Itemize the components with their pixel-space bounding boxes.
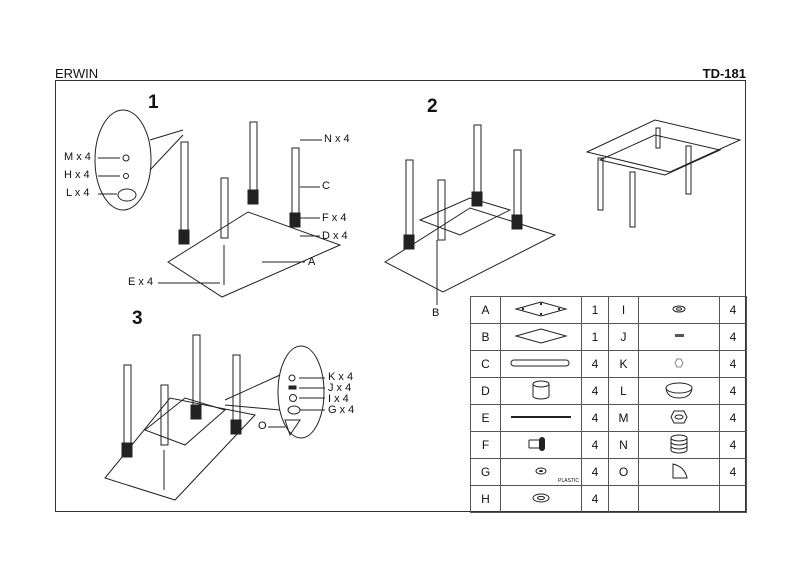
part-quantity: 4 (581, 350, 609, 378)
step3-drawing (104, 334, 325, 501)
spacer-stack-icon (670, 434, 688, 453)
part-quantity: 4 (581, 377, 609, 405)
product-code: TD-181 (702, 66, 746, 81)
step2-drawing (383, 124, 557, 305)
assembled-table (585, 119, 742, 228)
large-washer-icon (532, 493, 550, 502)
part-letter: L (608, 377, 639, 405)
part-quantity: 4 (581, 431, 609, 459)
part-quantity: 4 (719, 377, 747, 405)
part-letter: A (470, 296, 501, 324)
callout-a: A (308, 256, 316, 268)
callout-e: E x 4 (128, 276, 154, 288)
part-note: PLASTIC (558, 478, 579, 484)
callout-g: G x 4 (328, 404, 355, 416)
part-letter: G (470, 458, 501, 486)
part-letter: C (470, 350, 501, 378)
part-quantity: 1 (581, 296, 609, 324)
step-number: 2 (427, 96, 438, 117)
callout-k: K x 4 (328, 371, 354, 383)
callout-b: B (432, 307, 440, 319)
leg (220, 177, 229, 285)
part-image (638, 404, 720, 432)
grub-screw-icon (675, 333, 684, 337)
part-letter: M (608, 404, 639, 432)
callout-f: F x 4 (322, 212, 347, 224)
part-letter: O (608, 458, 639, 486)
hex-nut-icon (670, 410, 688, 423)
callout-d: D x 4 (322, 230, 348, 242)
small-nut-icon (674, 358, 684, 367)
part-image (500, 431, 582, 459)
part-image (638, 296, 720, 324)
part-quantity: 4 (581, 404, 609, 432)
part-letter: F (470, 431, 501, 459)
part-letter: E (470, 404, 501, 432)
corner-pad-icon (672, 462, 688, 478)
shelf-bracket-icon (528, 436, 545, 451)
cup-icon (665, 382, 693, 399)
part-image (638, 431, 720, 459)
part-image (638, 458, 720, 486)
callout-j: J x 4 (328, 382, 352, 394)
part-image (500, 323, 582, 351)
part-quantity: 4 (719, 431, 747, 459)
foot-cap-icon (532, 380, 550, 399)
callout-o: O (258, 420, 267, 432)
threaded-rod-icon (511, 415, 571, 418)
part-letter: K (608, 350, 639, 378)
part-image (638, 350, 720, 378)
step1-drawing (94, 109, 342, 298)
part-letter: J (608, 323, 639, 351)
part-letter: H (470, 485, 501, 513)
part-quantity: 4 (581, 485, 609, 513)
leg-tube-icon (510, 359, 570, 366)
part-image (500, 485, 582, 513)
part-quantity: 1 (581, 323, 609, 351)
product-name: ERWIN (55, 66, 99, 81)
part-letter: B (470, 323, 501, 351)
part-quantity: 4 (719, 404, 747, 432)
callout-n: N x 4 (324, 133, 350, 145)
part-image (500, 404, 582, 432)
part-letter: I (608, 296, 639, 324)
part-image (500, 350, 582, 378)
part-image (638, 323, 720, 351)
glass-top-with-holes-icon (514, 300, 568, 317)
callout-m: M x 4 (64, 151, 91, 163)
part-quantity: 4 (719, 296, 747, 324)
leg (178, 141, 190, 245)
part-image (500, 296, 582, 324)
part-image (500, 377, 582, 405)
part-quantity: 4 (719, 458, 747, 486)
leg (247, 121, 259, 205)
callout-l: L x 4 (66, 187, 90, 199)
part-quantity: 4 (581, 458, 609, 486)
part-letter: D (470, 377, 501, 405)
washer-icon (672, 305, 686, 312)
part-quantity: 4 (719, 323, 747, 351)
plastic-washer-icon (535, 467, 547, 474)
callout-h: H x 4 (64, 169, 90, 181)
part-image (638, 377, 720, 405)
part-quantity: 4 (719, 350, 747, 378)
glass-shelf-icon (514, 327, 568, 344)
part-image: PLASTIC (500, 458, 582, 486)
step-number: 3 (132, 308, 143, 329)
part-letter: N (608, 431, 639, 459)
callout-i: I x 4 (328, 393, 349, 405)
callout-c: C (322, 180, 330, 192)
leg (289, 147, 301, 228)
step-number: 1 (148, 92, 159, 113)
